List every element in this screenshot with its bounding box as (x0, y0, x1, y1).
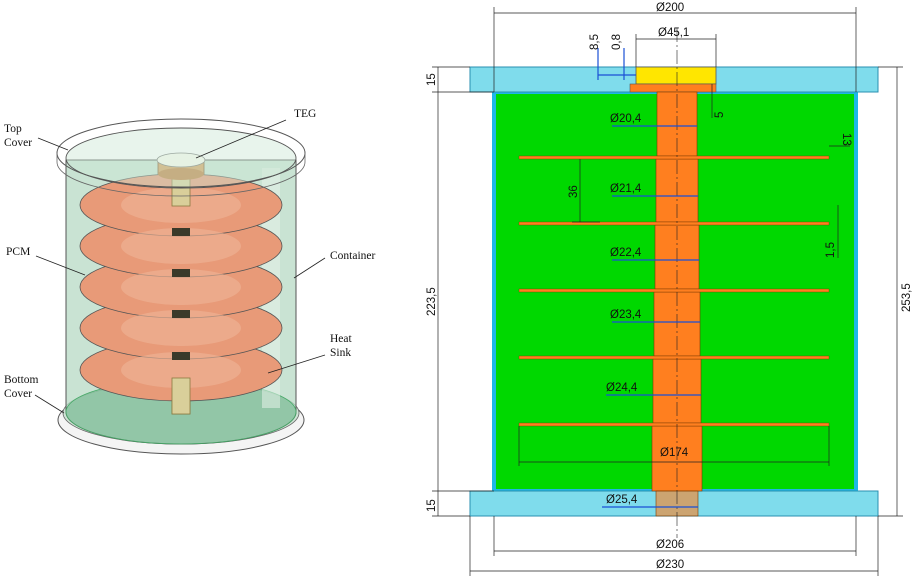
iso-disc-center (121, 352, 241, 388)
dim-0-8: 0,8 (611, 34, 623, 50)
dim-253-5: 253,5 (901, 283, 913, 312)
section-view: Ø200 Ø45,1 8,5 0,8 15 5 13 Ø20,4 Ø21,4 Ø… (426, 2, 913, 576)
dim-206: Ø206 (656, 539, 684, 551)
leader-pcm (35, 255, 86, 276)
iso-rod-lower (171, 377, 191, 415)
dim-223-5: 223,5 (426, 287, 438, 316)
fin (518, 288, 830, 293)
dim-rod-3: Ø22,4 (610, 247, 642, 259)
teg-plate (629, 83, 717, 93)
leader-top-cover (37, 137, 69, 151)
teg-block (635, 66, 717, 85)
iso-collar (172, 352, 190, 360)
iso-disc-center (121, 310, 241, 346)
dim-rod-2: Ø21,4 (610, 183, 642, 195)
fin (518, 155, 830, 160)
dim-8-5: 8,5 (589, 34, 601, 50)
label-top-cover-1: Top (4, 123, 22, 135)
dim-rod-6: Ø25,4 (606, 494, 638, 506)
top-cover-inner (65, 127, 297, 189)
iso-collar (172, 228, 190, 236)
leader-teg (195, 119, 287, 159)
leader-bottom-cover (34, 394, 65, 414)
label-bottom-cover-2: Cover (4, 388, 32, 400)
label-pcm: PCM (6, 246, 30, 258)
label-top-cover-2: Cover (4, 137, 32, 149)
dim-200: Ø200 (656, 2, 684, 14)
iso-disc-center (121, 269, 241, 305)
dim-rod-1: Ø20,4 (610, 113, 642, 125)
dim-45-1: Ø45,1 (658, 27, 689, 39)
dim-15-bot: 15 (426, 499, 438, 512)
fin (518, 221, 830, 226)
teg-top (156, 152, 206, 168)
dim-rod-5: Ø24,4 (606, 382, 638, 394)
dim-174: Ø174 (660, 447, 689, 459)
iso-collar (172, 310, 190, 318)
leader-heat-sink (267, 354, 326, 374)
dim-13: 13 (840, 133, 852, 146)
leader-container (293, 257, 326, 279)
iso-disc-center (121, 228, 241, 264)
fin (518, 355, 830, 360)
dim-5: 5 (714, 112, 726, 118)
iso-discs (79, 171, 283, 415)
iso-collar (172, 269, 190, 277)
dim-1-5: 1,5 (825, 242, 837, 258)
top-cover-rim (56, 153, 306, 197)
iso-view: TEG Top Cover Container PCM Heat Sink Bo… (4, 108, 376, 455)
dim-rod-4: Ø23,4 (610, 309, 642, 321)
dim-15-top: 15 (426, 73, 438, 86)
fin (518, 422, 830, 427)
label-heat-sink-2: Sink (330, 347, 351, 359)
label-teg: TEG (294, 108, 316, 120)
label-container: Container (330, 250, 376, 262)
teg-bottom (158, 168, 204, 180)
dim-36: 36 (568, 185, 580, 198)
label-bottom-cover-1: Bottom (4, 374, 39, 386)
label-heat-sink-1: Heat (330, 333, 353, 345)
dim-230: Ø230 (656, 559, 684, 571)
